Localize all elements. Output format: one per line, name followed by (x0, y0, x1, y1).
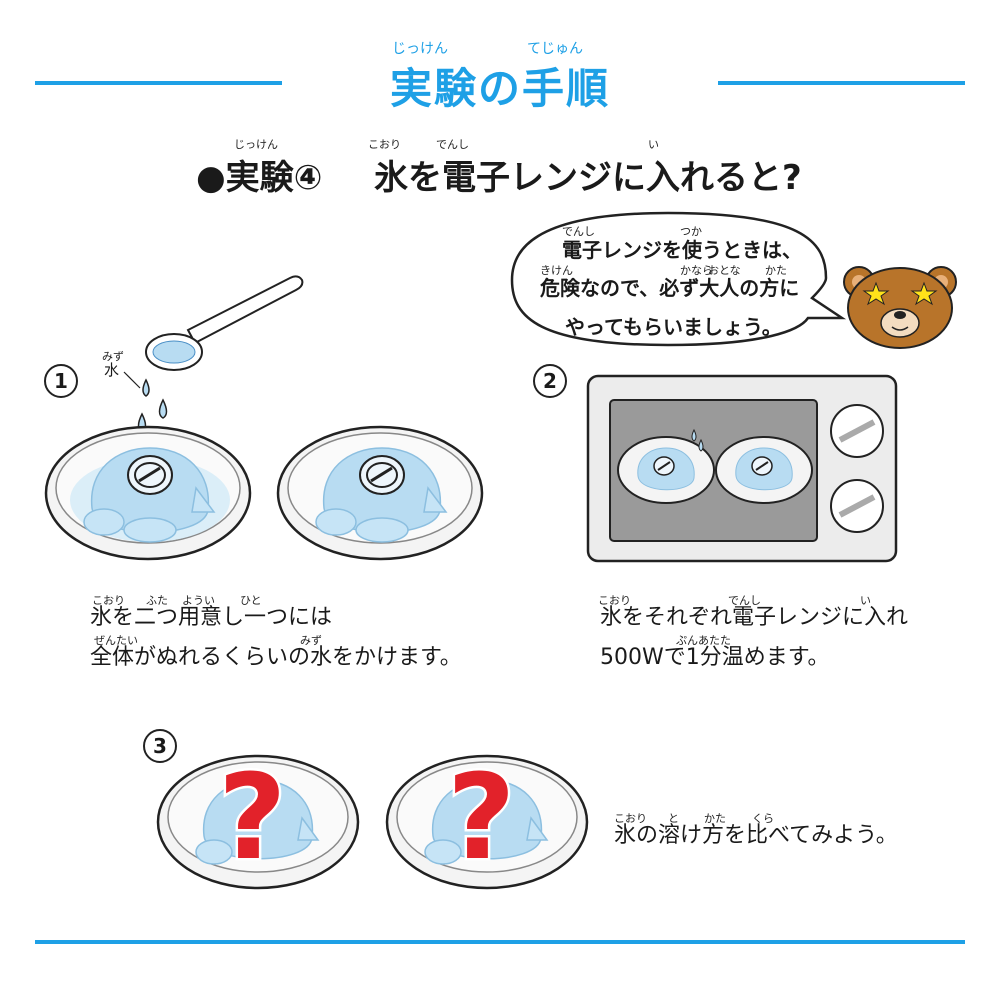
water-label-ruby: みず (102, 350, 124, 363)
step-3-line-1: 氷の溶け方を比べてみよう。 (614, 823, 898, 848)
step-2-line-1: 氷をそれぞれ電子レンジに入れ (600, 605, 909, 630)
step3-ruby-1: こおり (614, 812, 647, 825)
step-1-line-2: 全体がぬれるくらいの水をかけます。 (90, 645, 462, 670)
bubble-ruby-2: つか (680, 225, 702, 238)
question-ruby-denshi: でんし (436, 138, 469, 151)
title-ruby-tejun: てじゅん (527, 41, 583, 57)
step1-ruby-4: ひと (240, 594, 262, 607)
bubble-ruby-1: でんし (562, 225, 595, 238)
bubble-line-1: 電子レンジを使うときは、 (562, 238, 802, 262)
bubble-ruby-3: きけん (540, 264, 573, 277)
step2-ruby-3: い (860, 594, 871, 607)
water-label: 水 (104, 361, 120, 379)
page-title: 実験の手順 (389, 64, 610, 113)
step-2-number: 2 (533, 364, 567, 398)
step1-ruby-3: ようい (182, 594, 215, 607)
step2-ruby-1: こおり (598, 594, 631, 607)
step2-ruby-2: でんし (728, 594, 761, 607)
title-ruby-jikken: じっけん (392, 41, 448, 57)
step3-ruby-3: かた (704, 812, 726, 825)
question-mark-2: ? (444, 748, 517, 886)
label-ruby: じっけん (234, 138, 278, 151)
bubble-ruby-6: かた (765, 264, 787, 277)
bubble-line-2: 危険なので、必ず大人の方に (540, 276, 800, 300)
header-rule-left (35, 81, 282, 85)
step1-ruby-6: みず (300, 634, 322, 647)
step2-ruby-4: ぷんあたた (676, 634, 731, 647)
header-rule-right (718, 81, 965, 85)
step1-ruby-2: ふた (146, 594, 168, 607)
step3-ruby-4: くら (752, 812, 774, 825)
bubble-ruby-4: かなら (680, 264, 713, 277)
step-1-line-1: 氷を二つ用意し一つには (90, 605, 333, 630)
bubble-ruby-5: おとな (708, 264, 741, 277)
step-3-number: 3 (143, 729, 177, 763)
question-ruby-kori: こおり (368, 138, 401, 151)
step1-ruby-5: ぜんたい (94, 634, 138, 647)
question-mark-1: ? (215, 748, 288, 886)
bubble-line-3: やってもらいましょう。 (565, 315, 782, 339)
experiment-label: ●実験④ (196, 158, 323, 198)
step-1-number: 1 (44, 364, 78, 398)
step-2-line-2: 500Wで1分温めます。 (600, 645, 830, 670)
step3-ruby-2: と (668, 812, 679, 825)
step1-ruby-1: こおり (92, 594, 125, 607)
experiment-question: 氷を電子レンジに入れると? (374, 158, 802, 198)
question-ruby-i: い (648, 138, 659, 151)
footer-rule (35, 940, 965, 944)
